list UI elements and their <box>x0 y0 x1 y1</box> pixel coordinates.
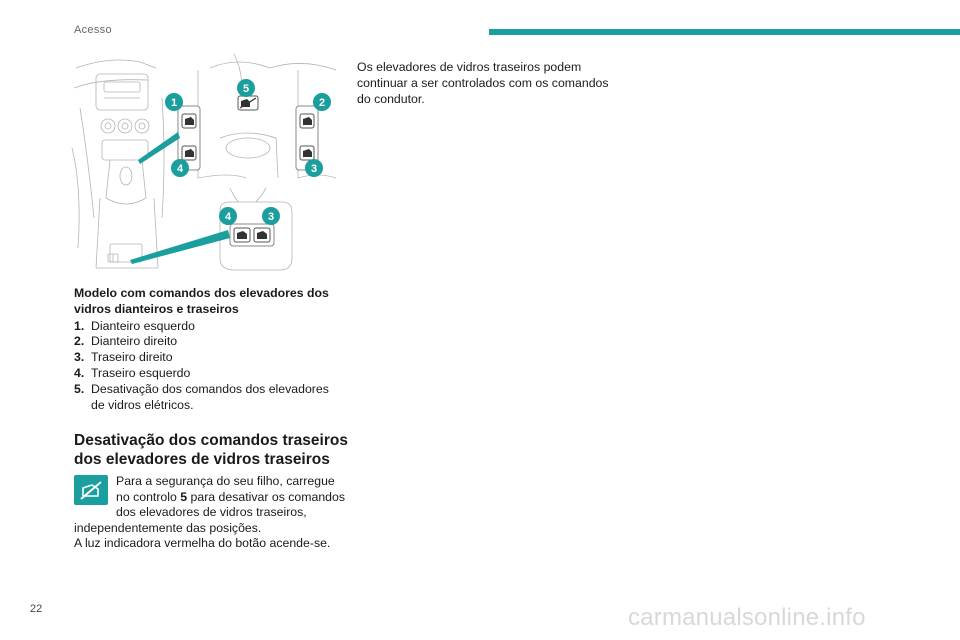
callout-4-rear: 4 <box>219 207 237 225</box>
callout-5: 5 <box>237 79 255 97</box>
header-accent-bar <box>489 29 960 35</box>
section-body: Para a segurança do seu filho, carregue … <box>74 474 346 552</box>
svg-text:2: 2 <box>319 97 325 109</box>
legend-item: 2.Dianteiro direito <box>74 334 178 349</box>
svg-text:4: 4 <box>177 163 184 175</box>
svg-text:5: 5 <box>243 83 249 95</box>
pointer-line-rear <box>130 230 230 264</box>
pointer-line-front <box>138 132 180 164</box>
window-glyph-icon <box>185 117 194 125</box>
figure-caption: Modelo com comandos dos elevadores dos v… <box>74 286 344 413</box>
svg-text:4: 4 <box>225 211 232 223</box>
callout-4: 4 <box>171 159 189 177</box>
window-glyph-icon <box>303 149 312 157</box>
indicator-paragraph: A luz indicadora vermelha do botão acend… <box>74 536 331 551</box>
window-glyph-icon <box>303 117 312 125</box>
legend-item: 5.Desativação dos comandos dos elevadore… <box>74 381 329 412</box>
right-column-text: Os elevadores de vidros traseiros podem … <box>357 60 609 106</box>
safety-paragraph: Para a segurança do seu filho, carregue … <box>74 474 346 535</box>
page-number: 22 <box>30 603 43 615</box>
callout-3: 3 <box>305 159 323 177</box>
svg-text:3: 3 <box>268 211 274 223</box>
window-glyph-icon <box>185 149 194 157</box>
watermark: carmanualsonline.info <box>628 604 866 631</box>
section-heading: Desativação dos comandos traseiros dos e… <box>74 432 348 468</box>
legend-list: 1.Dianteiro esquerdo 2.Dianteiro direito… <box>74 319 344 414</box>
svg-text:1: 1 <box>171 97 177 109</box>
caption-title: Modelo com comandos dos elevadores dos v… <box>74 286 329 316</box>
center-console-sketch <box>71 59 165 269</box>
window-switch-illustration: 1 2 3 4 5 4 3 <box>71 53 337 271</box>
legend-item: 1.Dianteiro esquerdo <box>74 318 195 333</box>
callout-3-rear: 3 <box>262 207 280 225</box>
legend-item: 3.Traseiro direito <box>74 350 173 365</box>
callout-1: 1 <box>165 93 183 111</box>
svg-text:3: 3 <box>311 163 317 175</box>
child-lock-icon <box>74 475 108 505</box>
callout-2: 2 <box>313 93 331 111</box>
legend-item: 4.Traseiro esquerdo <box>74 365 191 380</box>
section-label: Acesso <box>74 24 112 36</box>
